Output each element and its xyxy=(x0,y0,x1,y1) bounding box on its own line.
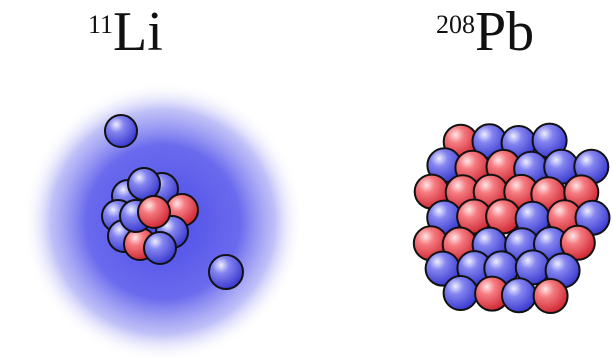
li11-halo-neutrons xyxy=(104,114,244,290)
pb208-nucleus xyxy=(412,122,611,314)
halo-neutron xyxy=(104,114,138,148)
halo-neutron xyxy=(208,254,244,290)
neutron xyxy=(143,231,177,265)
li11-core xyxy=(101,167,199,265)
mass-number-pb208: 208 xyxy=(436,10,475,39)
proton xyxy=(559,224,596,261)
proton xyxy=(137,195,171,229)
mass-number-li11: 11 xyxy=(88,10,114,39)
element-symbol-pb: Pb xyxy=(475,1,535,63)
neutron xyxy=(442,275,479,311)
proton xyxy=(532,278,569,314)
nucleus-label-pb208: 208Pb xyxy=(436,4,534,60)
nucleus-label-li11: 11Li xyxy=(88,4,163,60)
neutron xyxy=(500,277,537,314)
element-symbol-li: Li xyxy=(113,1,163,63)
